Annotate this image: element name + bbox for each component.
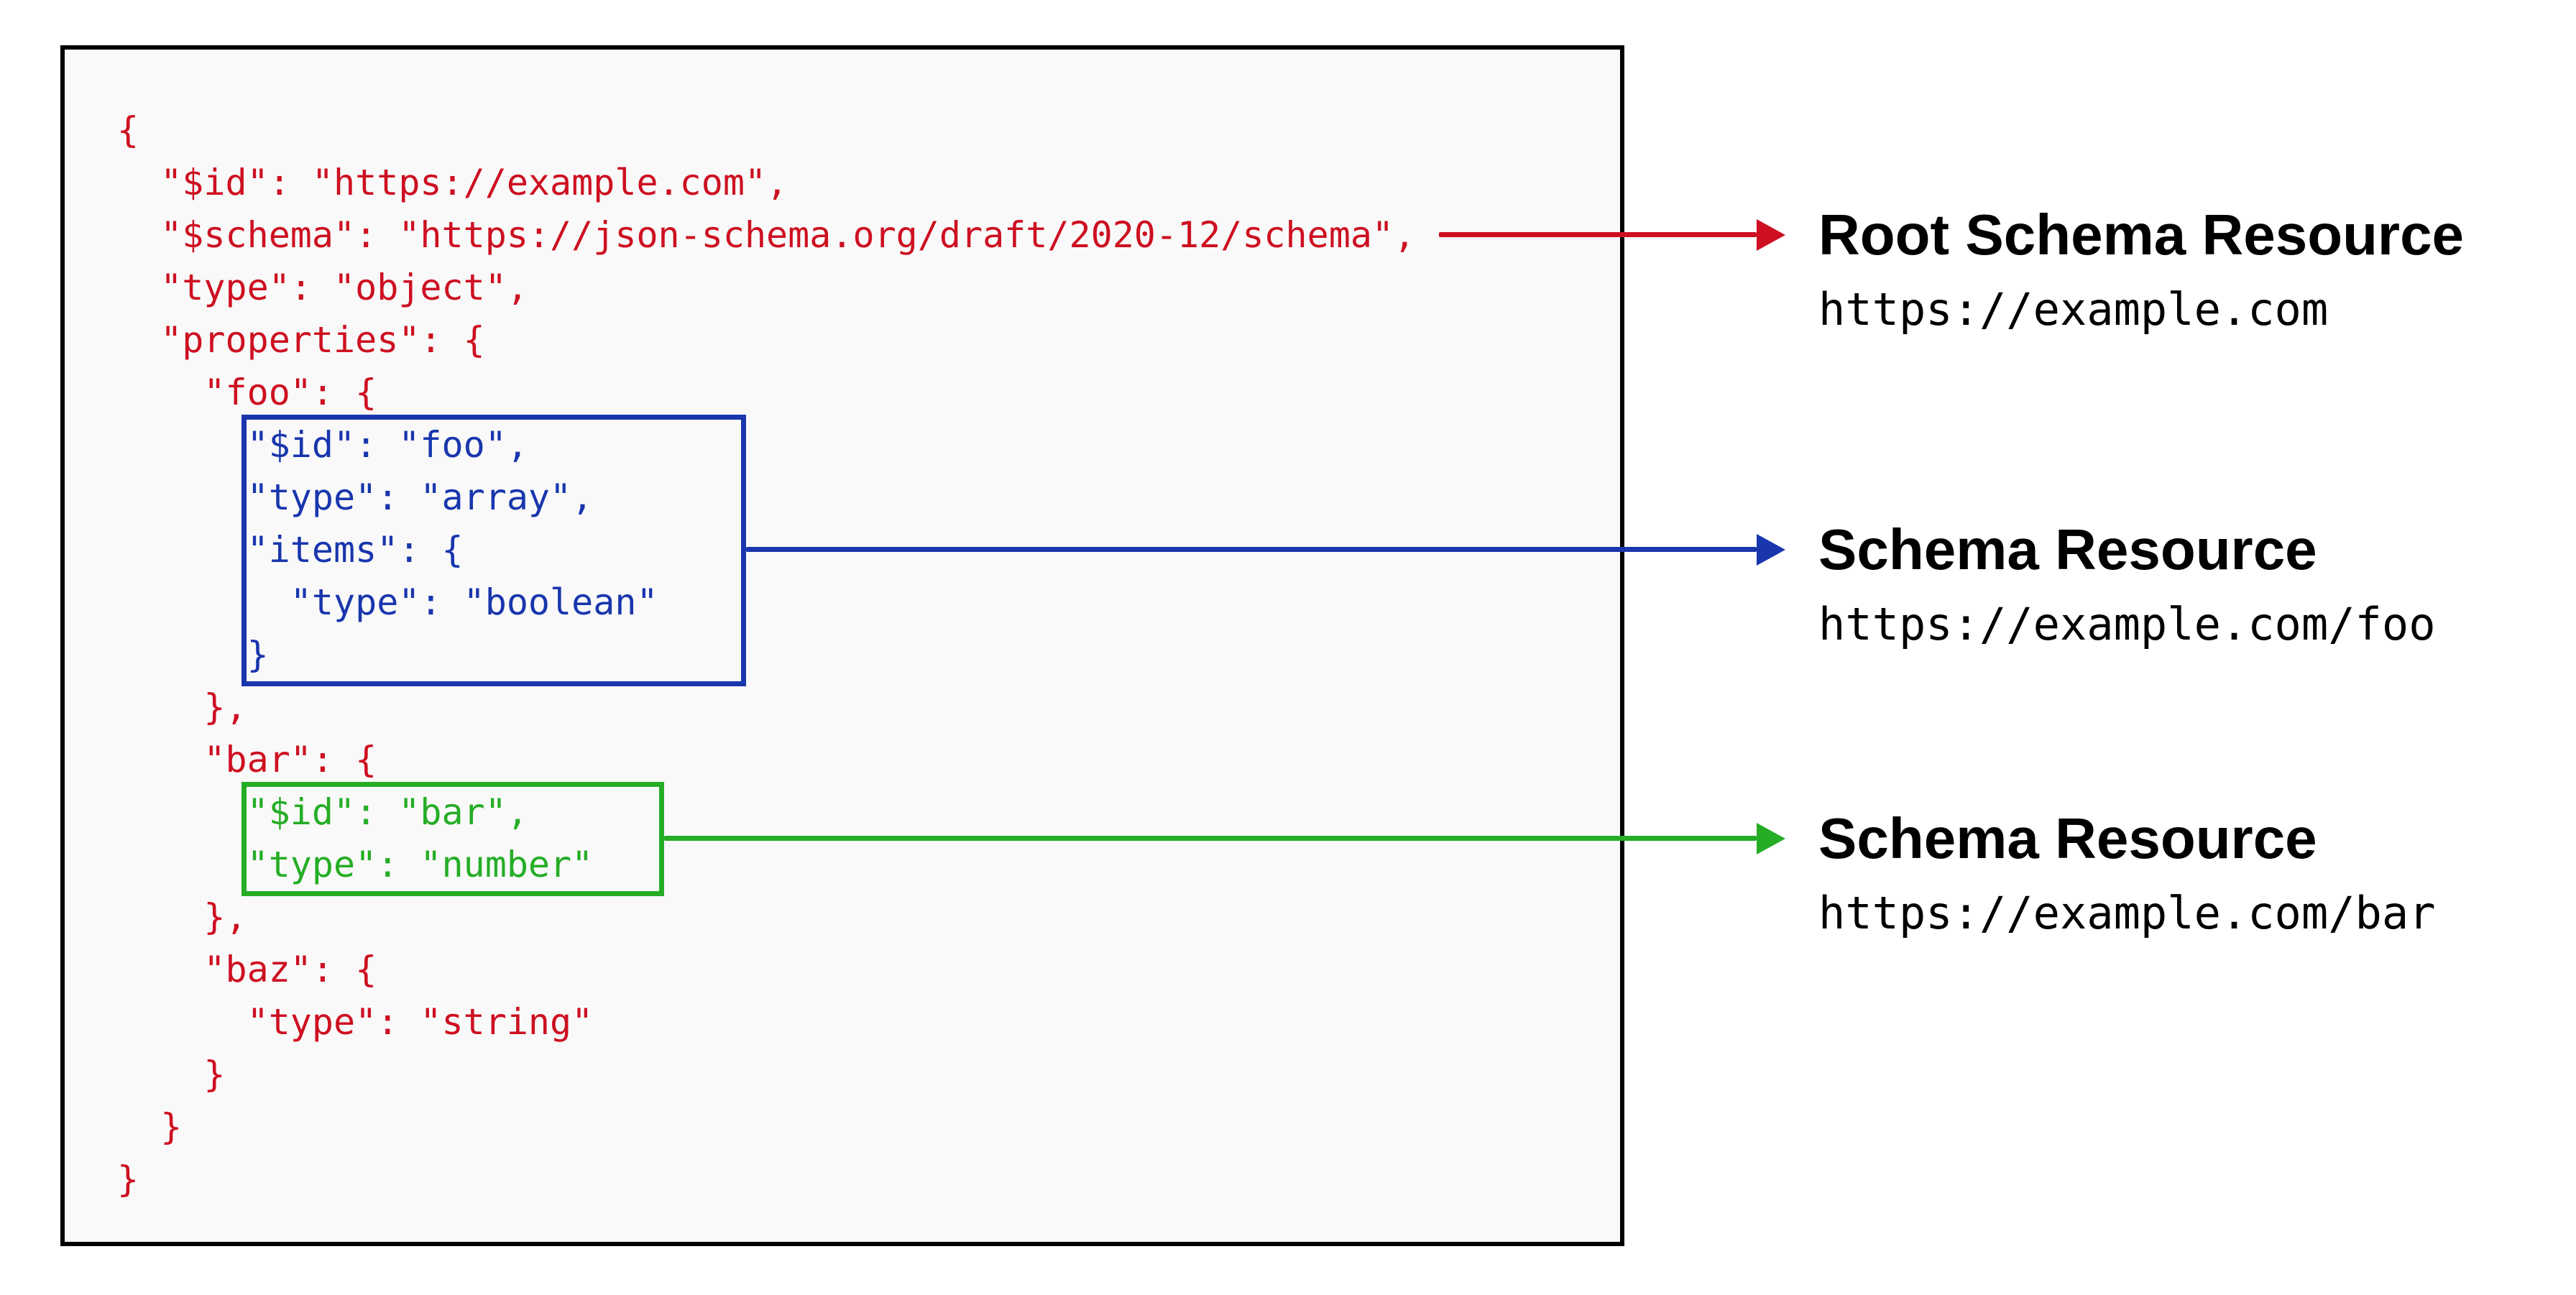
foo-schema-highlight-box: [242, 415, 746, 686]
code-line: "type": "number": [247, 844, 594, 885]
code-line: },: [203, 896, 247, 938]
code-line: "$id": "bar",: [247, 791, 528, 833]
code-line: "properties": {: [160, 319, 485, 361]
annotation-url: https://example.com/foo: [1818, 598, 2436, 650]
arrowhead-icon: [1757, 219, 1785, 251]
code-line: }: [247, 634, 269, 676]
code-line: "type": "string": [247, 1001, 594, 1043]
annotation-url: https://example.com: [1818, 283, 2329, 336]
arrow-shaft: [664, 836, 1757, 841]
bar-schema-highlight-box: [242, 782, 664, 896]
code-line: },: [203, 686, 247, 728]
code-line: }: [203, 1054, 226, 1095]
code-line: "$id": "https://example.com",: [160, 162, 788, 203]
annotation-root-schema-resource: Root Schema Resource https://example.com: [1818, 201, 2552, 336]
arrowhead-icon: [1757, 823, 1785, 854]
code-line: "baz": {: [203, 949, 377, 990]
code-line: "foo": {: [203, 372, 377, 413]
annotation-title: Schema Resource: [1818, 806, 2317, 870]
code-line: }: [117, 1158, 139, 1200]
arrowhead-icon: [1757, 534, 1785, 566]
annotation-bar-schema-resource: Schema Resource https://example.com/bar: [1818, 804, 2552, 939]
annotation-url: https://example.com/bar: [1818, 887, 2436, 939]
schema-code-panel: { "$id": "https://example.com", "$schema":…: [60, 45, 1624, 1246]
code-lines: { "$id": "https://example.com", "$schema":…: [117, 104, 1415, 1206]
code-line: {: [117, 109, 139, 151]
code-line: "$schema": "https://json-schema.org/draf…: [160, 214, 1416, 256]
code-line: }: [160, 1106, 183, 1148]
annotation-title: Root Schema Resource: [1818, 203, 2465, 267]
annotation-foo-schema-resource: Schema Resource https://example.com/foo: [1818, 515, 2552, 650]
arrow-shaft: [1439, 232, 1757, 237]
annotation-title: Schema Resource: [1818, 517, 2317, 581]
code-line: "type": "object",: [160, 267, 528, 308]
code-line: "type": "boolean": [290, 581, 658, 623]
code-line: "items": {: [247, 529, 464, 571]
arrow-shaft: [746, 547, 1757, 552]
code-line: "type": "array",: [247, 476, 594, 518]
code-line: "bar": {: [203, 739, 377, 780]
code-line: "$id": "foo",: [247, 424, 528, 466]
